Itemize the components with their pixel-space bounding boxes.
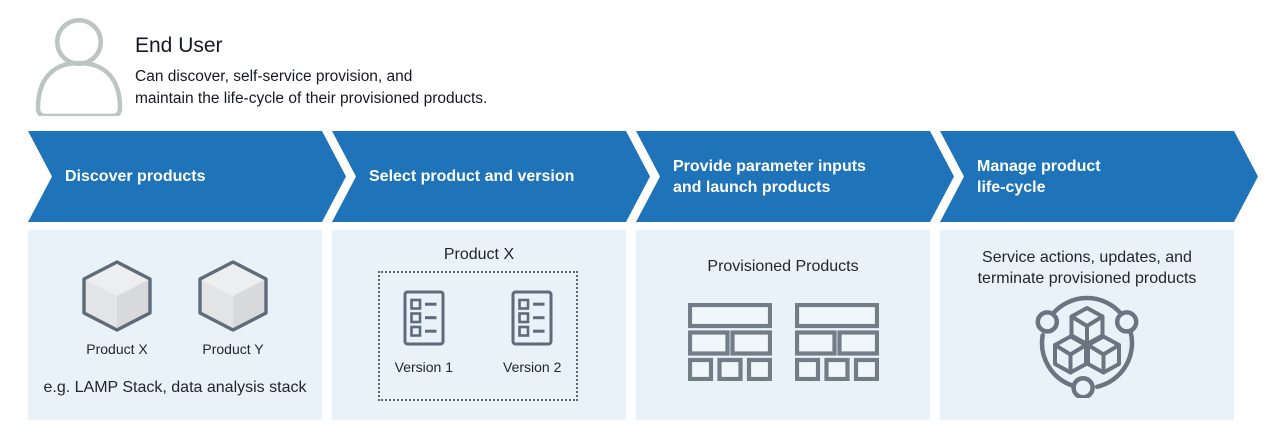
panel-provisioned-products: Provisioned Products xyxy=(636,230,930,420)
product-item: Product Y xyxy=(197,260,269,357)
product-versions-group: Version 1 Version 2 xyxy=(378,271,578,401)
step-banner-select-product-version: Select product and version xyxy=(332,131,650,222)
description-line: terminate provisioned products xyxy=(977,270,1197,287)
version-label: Version 1 xyxy=(394,359,453,375)
step-banner-label: Discover products xyxy=(65,168,206,185)
step-banner-label: Manage product xyxy=(977,157,1101,175)
description-line: Can discover, self-service provision, an… xyxy=(135,68,413,85)
description-line: maintain the life-cycle of their provisi… xyxy=(135,90,488,107)
panel-discover-products: Product X Product Y e.g. LAMP Stack, dat… xyxy=(28,230,322,420)
person-icon xyxy=(35,18,123,116)
step-banner-manage-lifecycle: Manage product life-cycle xyxy=(940,131,1258,222)
provisioned-products-row xyxy=(636,303,930,381)
examples-text: e.g. LAMP Stack, data analysis stack xyxy=(43,379,307,396)
version-label: Version 2 xyxy=(503,359,562,375)
panel-select-product-version: Product X Version 1 Version 2 xyxy=(332,230,626,420)
step-banner-label: Select product and version xyxy=(369,168,575,185)
step-banner-label: and launch products xyxy=(673,178,831,196)
panel-title: Provisioned Products xyxy=(707,258,859,275)
product-label: Product X xyxy=(86,341,148,357)
step-banner-provide-inputs-launch: Provide parameter inputs and launch prod… xyxy=(636,131,954,222)
version-item: Version 1 xyxy=(395,290,453,399)
product-label: Product Y xyxy=(202,341,264,357)
provisioned-stack-icon xyxy=(688,303,772,381)
version-list-icon xyxy=(511,290,553,346)
lifecycle-orbit-icon xyxy=(1035,295,1139,398)
step-banner-label: Provide parameter inputs xyxy=(673,157,866,175)
panel-title: Product X xyxy=(443,246,515,263)
page-title: End User xyxy=(135,34,223,57)
step-banner-label: life-cycle xyxy=(977,178,1046,196)
version-item: Version 2 xyxy=(503,290,561,399)
products-row: Product X Product Y xyxy=(28,260,322,357)
provisioned-stack-icon xyxy=(795,303,879,381)
version-list-icon xyxy=(403,290,445,346)
product-cube-icon xyxy=(82,260,152,332)
product-cube-icon xyxy=(198,260,268,332)
end-user-description: Can discover, self-service provision, an… xyxy=(135,66,487,110)
panel-manage-lifecycle: Service actions, updates, and terminate … xyxy=(940,230,1234,420)
product-item: Product X xyxy=(81,260,153,357)
step-banner-discover-products: Discover products xyxy=(28,131,346,222)
description-line: Service actions, updates, and xyxy=(982,249,1192,266)
lifecycle-description: Service actions, updates, and terminate … xyxy=(940,247,1234,289)
